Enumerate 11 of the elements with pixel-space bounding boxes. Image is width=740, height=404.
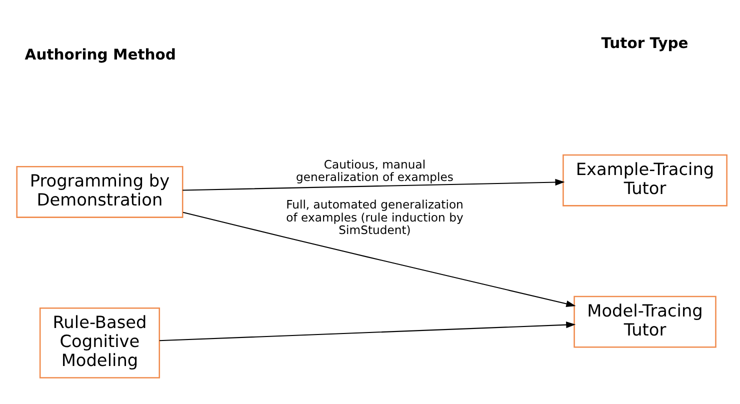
arrow xyxy=(159,322,576,342)
edge-label: Full, automated generalization of examples (rule induction by SimStudent) xyxy=(286,198,464,237)
label: Authoring Method xyxy=(24,46,176,64)
node-box: Example-Tracing Tutor xyxy=(562,154,728,206)
node-box: Rule-Based Cognitive Modeling xyxy=(39,307,160,378)
node-box: Programming by Demonstration xyxy=(16,166,184,218)
arrow xyxy=(182,178,565,191)
arrow xyxy=(182,212,576,308)
node-box: Model-Tracing Tutor xyxy=(574,296,716,348)
label: Tutor Type xyxy=(601,35,688,52)
edge-label: Cautious, manual generalization of examples xyxy=(296,158,454,184)
